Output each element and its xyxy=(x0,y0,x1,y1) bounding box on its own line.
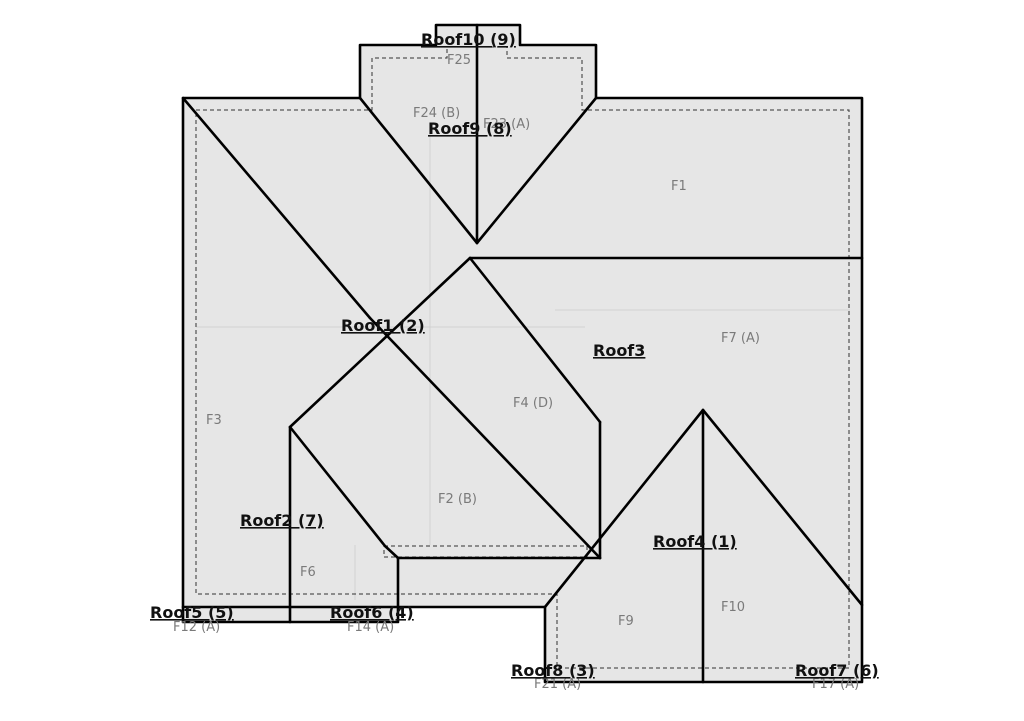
hip-line xyxy=(288,425,387,548)
eave-offset-outline xyxy=(195,46,850,669)
face-label-f2: F2 (B) xyxy=(438,492,477,507)
roof-outline xyxy=(181,23,864,684)
ridge-line xyxy=(383,544,400,560)
face-label-f4: F4 (D) xyxy=(513,396,553,411)
roof-label-roof5: Roof5 (5) xyxy=(150,603,234,622)
face-label-f9: F9 xyxy=(618,614,634,629)
face-label-f17: F17 (A) xyxy=(812,677,859,692)
roof-label-roof1: Roof1 (2) xyxy=(341,316,425,335)
face-label-f3: F3 xyxy=(206,413,222,428)
roof-label-roof4: Roof4 (1) xyxy=(653,532,737,551)
roof-outline-lower xyxy=(181,556,602,624)
roof-label-roof9: Roof9 (8) xyxy=(428,119,512,138)
roof-label-roof8: Roof8 (3) xyxy=(511,661,595,680)
roof-area-fill xyxy=(183,25,862,682)
roof-label-roof6: Roof6 (4) xyxy=(330,603,414,622)
roof-label-roof10: Roof10 (9) xyxy=(421,30,516,49)
hip-line xyxy=(181,96,372,320)
hip-line xyxy=(368,316,602,560)
hip-line xyxy=(475,96,598,245)
hip-line xyxy=(543,408,705,609)
face-label-f25: F25 xyxy=(447,53,471,68)
roof-label-roof7: Roof7 (6) xyxy=(795,661,879,680)
hip-line xyxy=(358,96,479,245)
hip-line xyxy=(468,256,602,424)
hip-line xyxy=(701,408,864,607)
hip-line xyxy=(288,256,472,429)
face-label-f14: F14 (A) xyxy=(347,620,394,635)
face-label-f1: F1 xyxy=(671,179,687,194)
face-label-f23: F23 (A) xyxy=(483,117,530,132)
face-label-f10: F10 xyxy=(721,600,745,615)
face-label-f12: F12 (A) xyxy=(173,620,220,635)
face-label-f24: F24 (B) xyxy=(413,106,460,121)
face-label-f7: F7 (A) xyxy=(721,331,760,346)
face-label-f6: F6 xyxy=(300,565,316,580)
roof-label-roof3: Roof3 xyxy=(593,341,645,360)
roof-label-roof2: Roof2 (7) xyxy=(240,511,324,530)
face-label-f21: F21 (A) xyxy=(534,677,581,692)
